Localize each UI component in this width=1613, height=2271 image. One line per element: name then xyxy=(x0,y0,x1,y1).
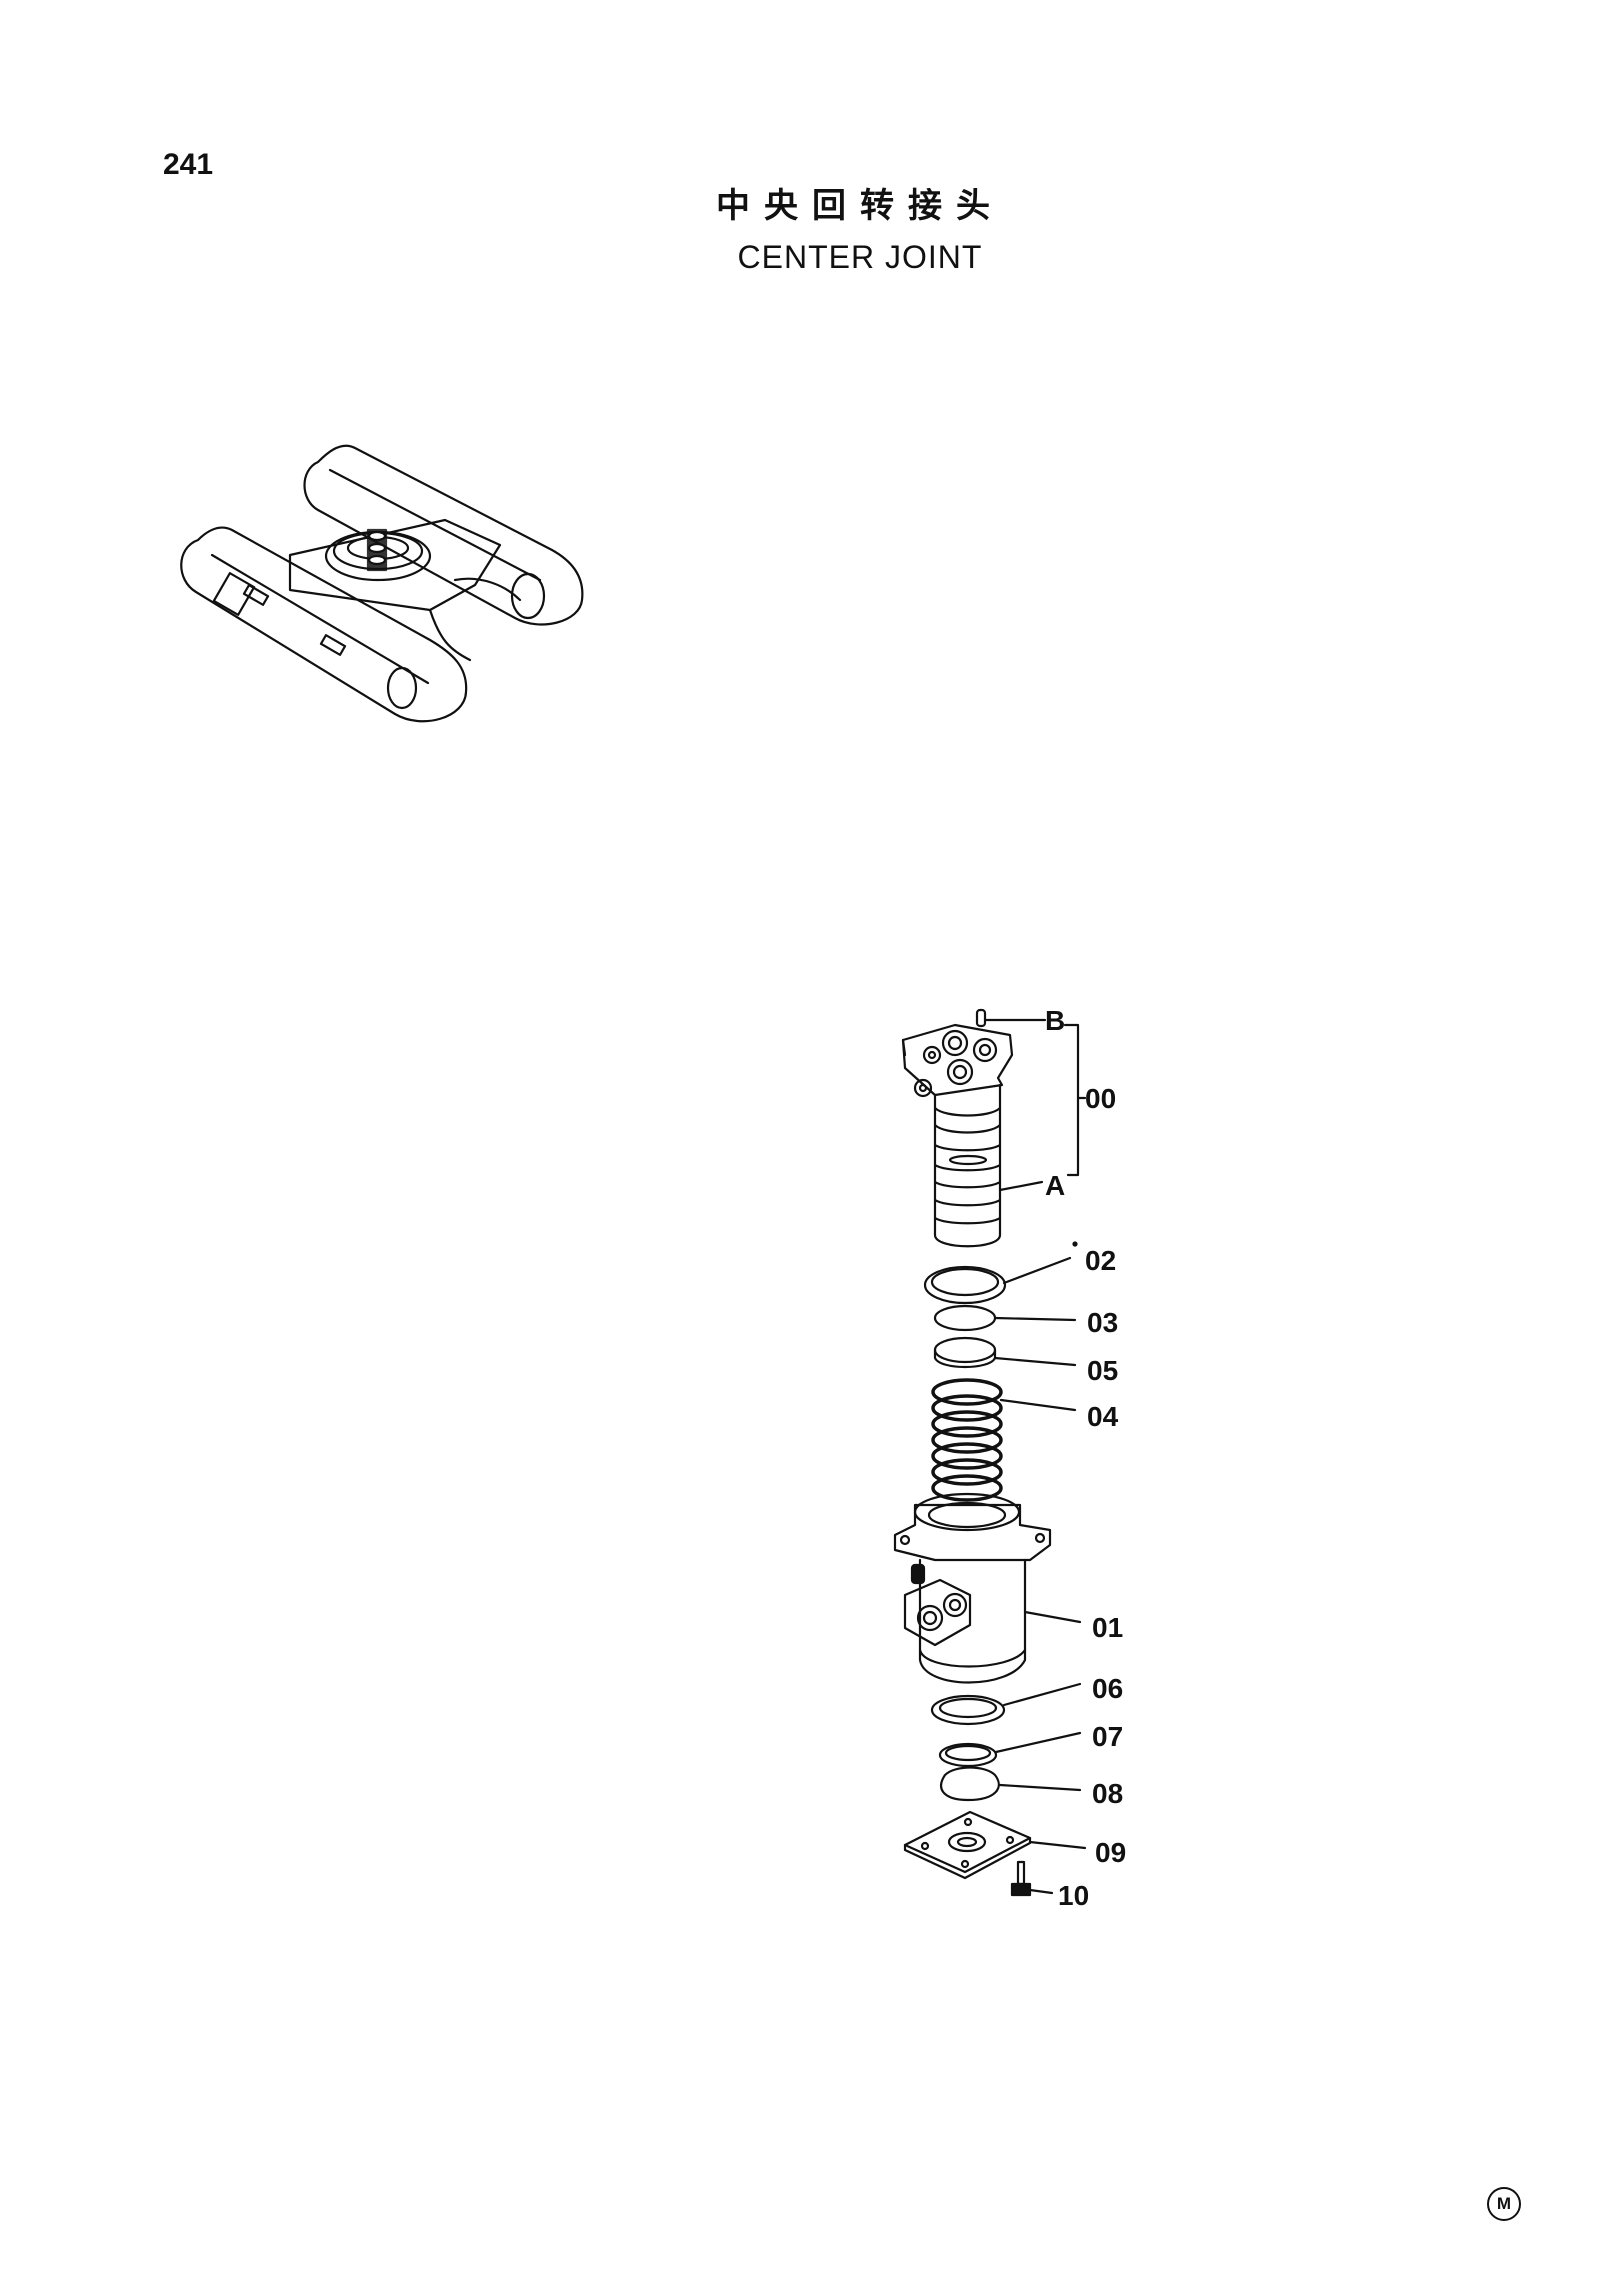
group-bracket xyxy=(1063,1023,1080,1177)
callout-06: 06 xyxy=(1092,1673,1123,1704)
part-00-rotor xyxy=(901,1023,1044,1248)
callout-00: 00 xyxy=(1085,1083,1116,1114)
callout-04: 04 xyxy=(1087,1401,1119,1432)
part-07-ring xyxy=(938,1731,1082,1768)
callout-b: B xyxy=(1045,1005,1065,1036)
part-b-plug xyxy=(975,1008,1047,1028)
part-09-cover xyxy=(903,1810,1087,1880)
callout-a: A xyxy=(1045,1170,1065,1201)
part-05-ring xyxy=(933,1336,1077,1368)
page-number: 241 xyxy=(163,148,214,181)
callout-07: 07 xyxy=(1092,1721,1123,1752)
circled-m-mark-icon: M xyxy=(1487,2187,1521,2221)
callout-05: 05 xyxy=(1087,1355,1118,1386)
part-08-cap xyxy=(940,1766,1082,1802)
callout-09: 09 xyxy=(1095,1837,1126,1868)
part-04-oring-stack xyxy=(931,1378,1077,1502)
center-joint-exploded-view xyxy=(893,1008,1087,1897)
callout-02: 02 xyxy=(1085,1245,1116,1276)
title-english: CENTER JOINT xyxy=(737,239,983,275)
part-01-body xyxy=(893,1492,1082,1684)
callout-03: 03 xyxy=(1087,1307,1118,1338)
callout-labels: B 00 A 02 03 05 04 01 06 07 08 09 10 xyxy=(1045,1005,1126,1911)
undercarriage-locator-icon xyxy=(180,444,584,723)
part-10-bolt xyxy=(1010,1860,1054,1897)
callout-08: 08 xyxy=(1092,1778,1123,1809)
title-chinese: 中央回转接头 xyxy=(716,186,1004,226)
part-03-ring xyxy=(933,1304,1077,1332)
title-block: 中央回转接头 CENTER JOINT xyxy=(600,178,1120,276)
callout-10: 10 xyxy=(1058,1880,1089,1911)
callout-01: 01 xyxy=(1092,1612,1123,1643)
part-06-seal xyxy=(930,1682,1082,1726)
part-02-seal xyxy=(923,1241,1078,1305)
